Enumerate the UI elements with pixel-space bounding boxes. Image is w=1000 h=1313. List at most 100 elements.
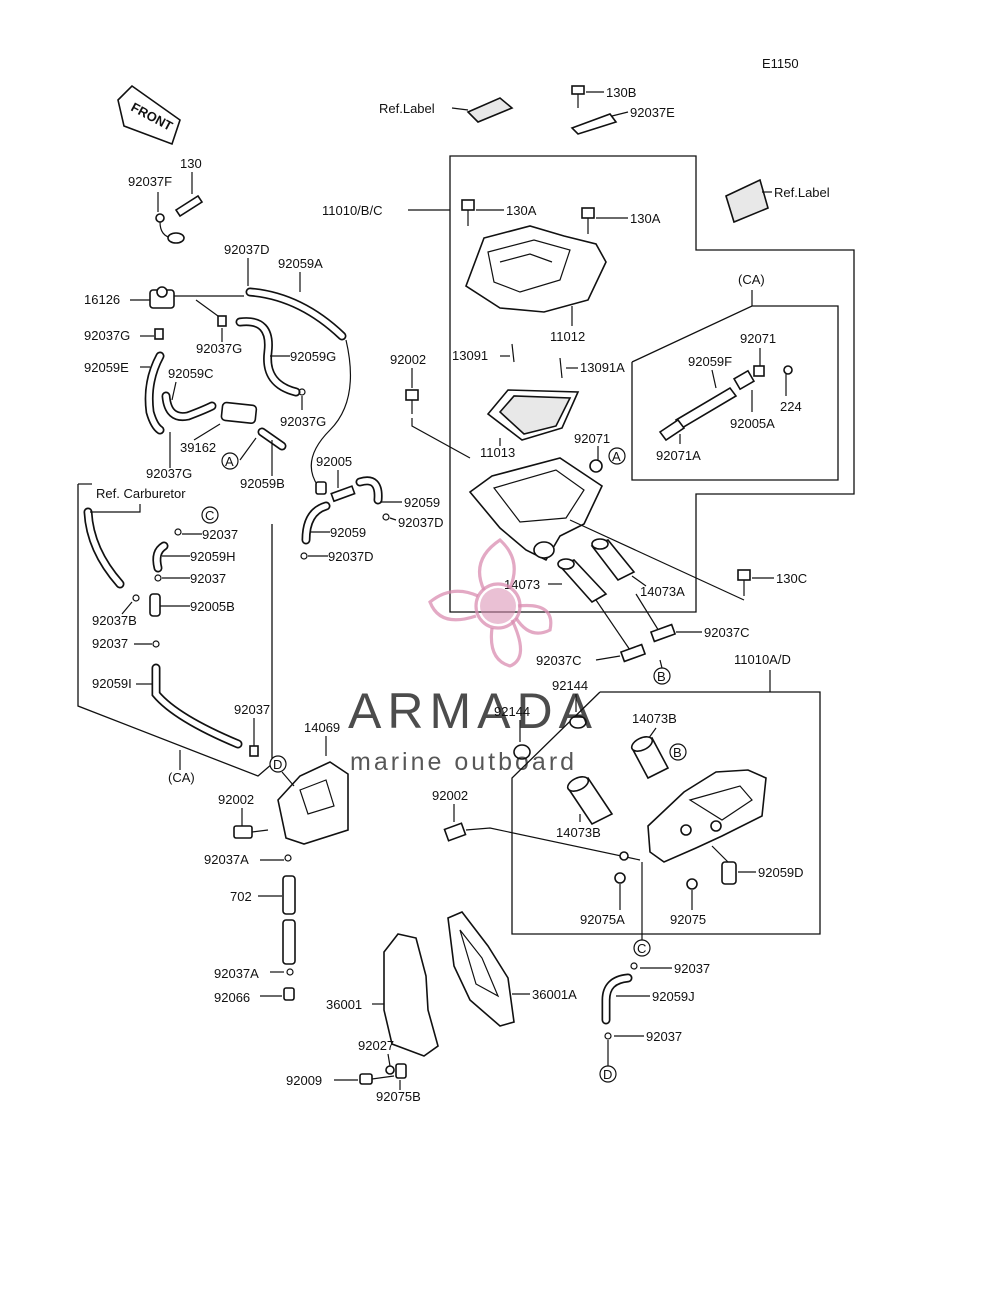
label-92059b: 92059B [240, 476, 285, 491]
label-92059c: 92059C [168, 366, 214, 381]
label-92037-5: 92037 [674, 961, 710, 976]
label-92002-1: 92002 [390, 352, 426, 367]
label-11012: 11012 [550, 329, 585, 344]
clamp-92037g-2 [217, 315, 227, 327]
fuel-filter-39162-icon [220, 401, 258, 425]
label-92037-3: 92037 [92, 636, 128, 651]
label-130c: 130C [776, 571, 807, 586]
callout-c-1-label: C [205, 508, 214, 523]
bolt-130-icon [174, 194, 204, 218]
air-filter-11013-icon [486, 389, 580, 441]
label-14073a: 14073A [640, 584, 685, 599]
fuel-tee-16126-icon [149, 286, 175, 309]
washer-92027-icon [385, 1065, 395, 1075]
duct-14073-icon [557, 558, 608, 604]
grommet-92071-ca-icon [753, 365, 765, 377]
callout-d-2 [599, 1065, 617, 1083]
label-14073b-1: 14073B [632, 711, 677, 726]
clip-92037c-2-icon [649, 623, 677, 643]
callout-c-2 [633, 939, 651, 957]
diagram-code: E1150 [762, 56, 799, 71]
hose-92059e [144, 351, 165, 435]
joint-92005b-icon [149, 593, 161, 617]
label-14073: 14073 [504, 577, 540, 592]
label-92037a-2: 92037A [214, 966, 259, 981]
bolt-92002-1-icon [405, 389, 419, 414]
label-92059a: 92059A [278, 256, 323, 271]
hose-92059-2 [301, 501, 331, 545]
nut-92075a-icon [614, 872, 626, 884]
intake-box-frame [511, 691, 821, 935]
ground-wire-icon [155, 213, 185, 244]
label-92037-4: 92037 [234, 702, 270, 717]
label-130a-2: 130A [630, 211, 661, 226]
label-92037f: 92037F [128, 174, 172, 189]
ca-box-right [631, 305, 839, 481]
nut-92075-icon [686, 878, 698, 890]
label-13091a: 13091A [580, 360, 625, 375]
callout-a-2 [608, 447, 626, 465]
label-130: 130 [180, 156, 202, 171]
label-92059f: 92059F [688, 354, 732, 369]
label-92071-1: 92071 [574, 431, 610, 446]
label-702: 702 [230, 889, 252, 904]
hose-92059a [245, 287, 347, 341]
watermark-tagline: marine outboard [350, 748, 577, 776]
label-92037d-2: 92037D [398, 515, 444, 530]
label-92037b: 92037B [92, 613, 137, 628]
label-92037-1: 92037 [202, 527, 238, 542]
grommet-92071-icon [589, 459, 603, 473]
bolt-130a-1-icon [461, 199, 475, 226]
bolt-224-icon [783, 365, 793, 375]
label-11010ad: 11010A/D [734, 652, 791, 667]
oring-92144-1-icon [569, 715, 587, 729]
label-92005a: 92005A [730, 416, 775, 431]
collar-92075b-icon [395, 1063, 407, 1079]
hose-carb-feed [83, 507, 125, 589]
callout-d-1-label: D [273, 757, 282, 772]
label-92037a-1: 92037A [204, 852, 249, 867]
hose-92059f [674, 386, 738, 430]
intake-manifold-icon [647, 769, 767, 863]
callout-c-2-label: C [637, 941, 646, 956]
label-224: 224 [780, 399, 802, 414]
label-92059i: 92059I [92, 676, 132, 691]
label-92005b: 92005B [190, 599, 235, 614]
hose-92059-1 [355, 476, 383, 505]
airbox-frame [449, 155, 855, 613]
callout-a-2-label: A [612, 449, 621, 464]
hose-92059h [152, 541, 169, 573]
label-92037d-1: 92037D [224, 242, 270, 257]
label-92037g-2: 92037G [196, 341, 242, 356]
label-11010bc: 11010/B/C [322, 203, 382, 218]
label-ca-upper: (CA) [738, 272, 765, 287]
hose-92059b [257, 427, 287, 451]
label-92071a: 92071A [656, 448, 701, 463]
duct-14073b-2-icon [566, 776, 614, 826]
ref-label-2: Ref.Label [774, 185, 830, 200]
label-13091: 13091 [452, 348, 488, 363]
label-92059e: 92059E [84, 360, 129, 375]
label-92037c-2: 92037C [536, 653, 582, 668]
label-36001a: 36001A [532, 987, 577, 1002]
label-92002-3: 92002 [432, 788, 468, 803]
label-92144-2: 92144 [494, 704, 530, 719]
clamp-92037g-1 [154, 328, 164, 340]
label-92071-2: 92071 [740, 331, 776, 346]
label-92027: 92027 [358, 1038, 394, 1053]
label-130a-1: 130A [506, 203, 537, 218]
label-ca-lower: (CA) [168, 770, 195, 785]
airbox-base-icon [468, 457, 604, 562]
label-92037-6: 92037 [646, 1029, 682, 1044]
label-92144-1: 92144 [552, 678, 588, 693]
label-92009: 92009 [286, 1073, 322, 1088]
label-92002-2: 92002 [218, 792, 254, 807]
bracket-14069-icon [277, 761, 349, 845]
watermark-brand: ARMADA [348, 683, 598, 739]
label-92037-2: 92037 [190, 571, 226, 586]
label-11013: 11013 [480, 445, 515, 460]
armada-watermark-logo-icon [428, 537, 553, 668]
oring-92144-2-icon [513, 744, 531, 760]
fitting-92059d-icon [721, 861, 737, 885]
